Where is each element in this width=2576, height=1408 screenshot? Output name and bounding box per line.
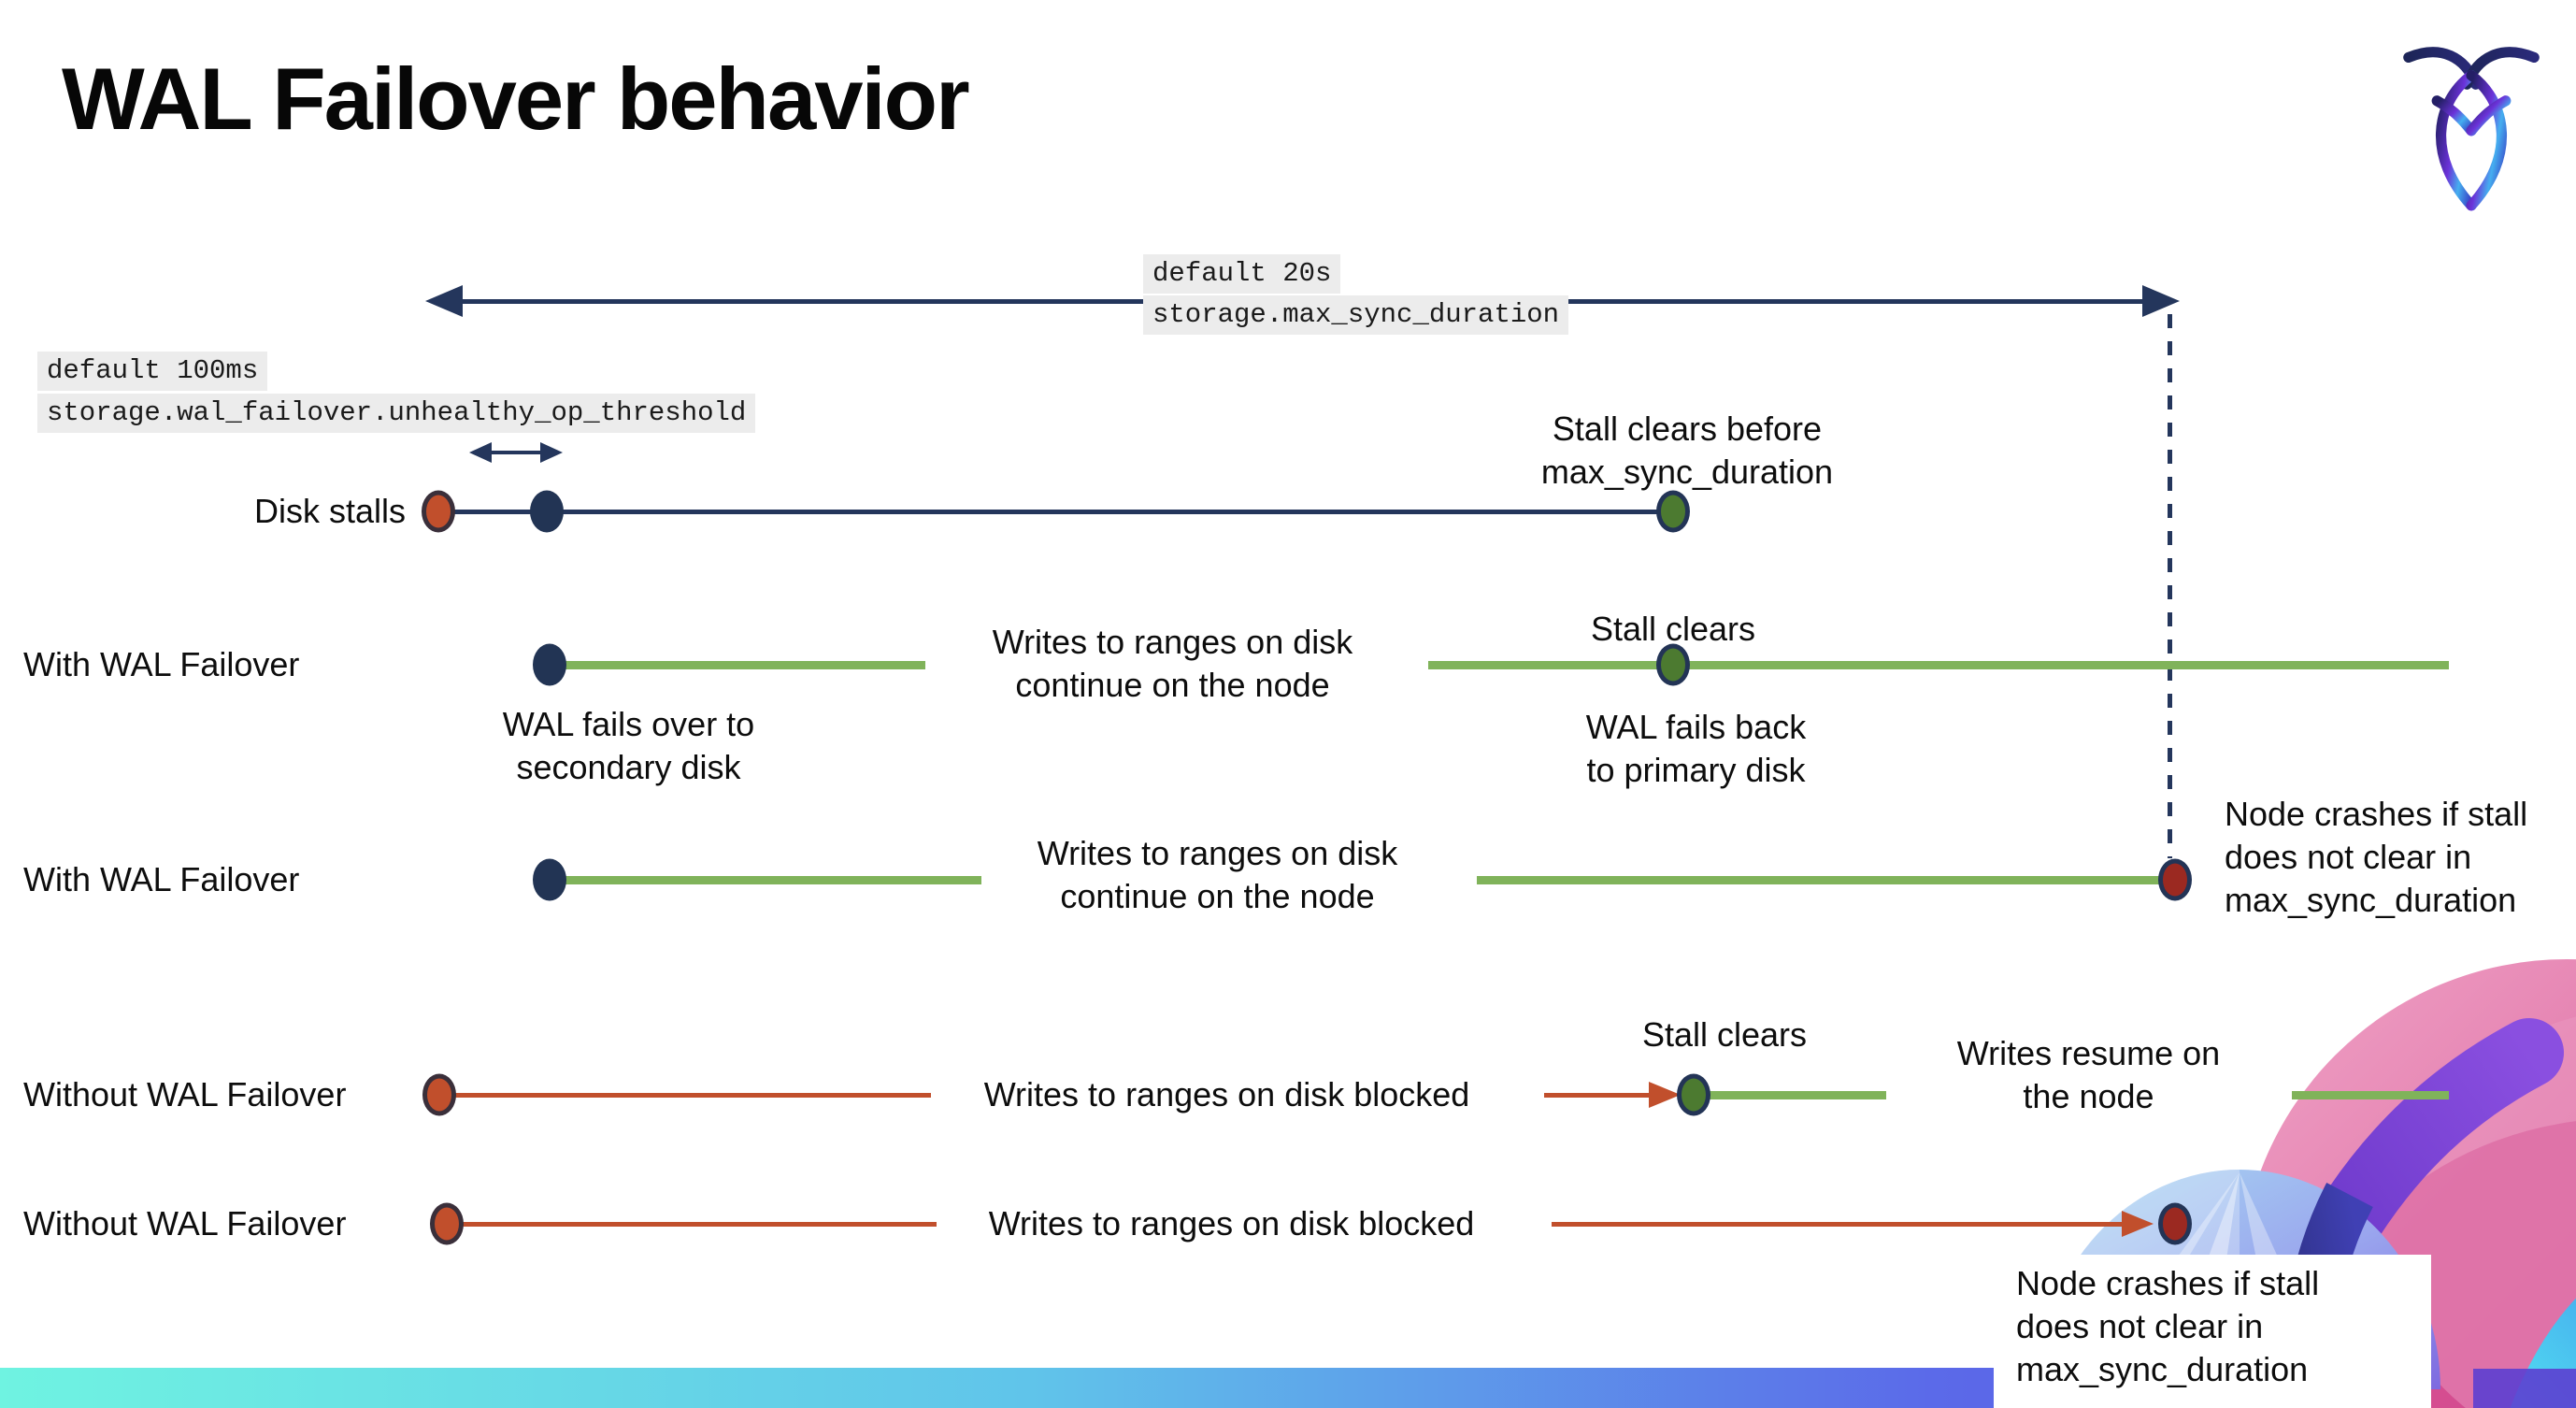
- row-label-with-wal-1: With WAL Failover: [23, 645, 300, 683]
- code-label-unhealthy-default: default 100ms: [37, 352, 268, 391]
- annotation-line: does not clear in: [2225, 838, 2472, 876]
- stall-start-dot: [422, 490, 455, 533]
- annotation-writes-continue-row3: Writes to ranges on disk continue on the…: [981, 832, 1453, 918]
- annotation-writes-resume: Writes resume on the node: [1946, 1032, 2231, 1118]
- page-title: WAL Failover behavior: [62, 50, 970, 148]
- annotation-line: secondary disk: [516, 748, 741, 786]
- timeline-red-segment: [460, 1222, 937, 1227]
- row-label-disk-stalls: Disk stalls: [253, 492, 406, 530]
- timeline-red-segment: [452, 1093, 931, 1098]
- row-label-with-wal-2: With WAL Failover: [23, 860, 300, 898]
- annotation-wal-fails-back: WAL fails back to primary disk: [1507, 706, 1885, 792]
- row-label-without-wal-1: Without WAL Failover: [23, 1075, 347, 1113]
- failover-dot: [533, 643, 566, 686]
- annotation-node-crashes-row5: Node crashes if stall does not clear in …: [1994, 1255, 2431, 1391]
- annotation-line: to primary disk: [1586, 751, 1806, 789]
- annotation-line: max_sync_duration: [1540, 453, 1834, 491]
- code-label-max-sync-setting: storage.max_sync_duration: [1143, 295, 1569, 335]
- annotation-line: continue on the node: [1060, 877, 1375, 915]
- annotation-writes-blocked-row5: Writes to ranges on disk blocked: [988, 1204, 1475, 1243]
- annotation-line: WAL fails over to: [502, 705, 755, 743]
- annotation-line: Stall clears before: [1552, 409, 1823, 448]
- annotation-line: Writes to ranges on disk: [992, 623, 1353, 661]
- stall-clears-dot-row4: [1677, 1073, 1710, 1116]
- code-label-unhealthy-setting: storage.wal_failover.unhealthy_op_thresh…: [37, 394, 756, 433]
- timeline-disk-stalls: [440, 510, 1674, 514]
- annotation-node-crashes-row3: Node crashes if stall does not clear in …: [2225, 793, 2576, 922]
- annotation-line: the node: [2023, 1077, 2154, 1115]
- cockroachdb-logo-icon: [2403, 47, 2540, 211]
- timeline-red-segment: [1544, 1093, 1651, 1098]
- annotation-writes-blocked-row4: Writes to ranges on disk blocked: [983, 1075, 1470, 1113]
- crash-note-box: Node crashes if stall does not clear in …: [1994, 1255, 2431, 1408]
- annotation-line: Node crashes if stall: [2225, 795, 2528, 833]
- timeline-red-segment: [1552, 1222, 2124, 1227]
- stall-start-dot: [430, 1202, 464, 1245]
- red-arrowhead-icon: [2122, 1211, 2154, 1237]
- timeline-green-segment: [2292, 1091, 2449, 1099]
- annotation-stall-clears-row2: Stall clears: [1590, 610, 1756, 648]
- timeline-green-segment: [553, 661, 925, 669]
- annotation-line: continue on the node: [1015, 666, 1330, 704]
- annotation-wal-fails-over: WAL fails over to secondary disk: [439, 703, 818, 789]
- stall-clears-dot-row2: [1656, 643, 1690, 686]
- dashed-timeout-line: [2168, 314, 2172, 858]
- stall-clears-dot-row1: [1656, 490, 1690, 533]
- code-label-max-sync-default: default 20s: [1143, 254, 1341, 294]
- threshold-arrowhead-left-icon: [469, 442, 492, 463]
- red-arrowhead-icon: [1649, 1082, 1681, 1108]
- arrowhead-left-icon: [425, 285, 463, 317]
- stall-start-dot: [422, 1073, 456, 1116]
- arrowhead-right-icon: [2142, 285, 2180, 317]
- row-label-without-wal-2: Without WAL Failover: [23, 1204, 347, 1243]
- threshold-dot: [530, 490, 564, 533]
- timeline-green-segment: [553, 876, 981, 884]
- node-crash-dot-row5: [2158, 1202, 2192, 1245]
- annotation-line: Writes to ranges on disk: [1037, 834, 1398, 872]
- annotation-line: WAL fails back: [1585, 708, 1807, 746]
- threshold-arrow-line: [486, 451, 547, 454]
- timeline-green-segment: [1707, 1091, 1886, 1099]
- annotation-line: Writes resume on: [1956, 1034, 2221, 1072]
- annotation-stall-clears-before: Stall clears before max_sync_duration: [1453, 408, 1921, 494]
- annotation-line: max_sync_duration: [2225, 881, 2517, 919]
- annotation-stall-clears-row4: Stall clears: [1641, 1015, 1808, 1054]
- timeline-green-segment: [1477, 876, 2162, 884]
- threshold-arrowhead-right-icon: [540, 442, 563, 463]
- annotation-line: max_sync_duration: [2016, 1350, 2309, 1388]
- annotation-line: does not clear in: [2016, 1307, 2264, 1345]
- node-crash-dot-row3: [2158, 858, 2192, 901]
- timeline-green-segment: [1428, 661, 2449, 669]
- failover-dot: [533, 858, 566, 901]
- annotation-line: Node crashes if stall: [2016, 1264, 2320, 1302]
- annotation-writes-continue-row2: Writes to ranges on disk continue on the…: [937, 621, 1409, 707]
